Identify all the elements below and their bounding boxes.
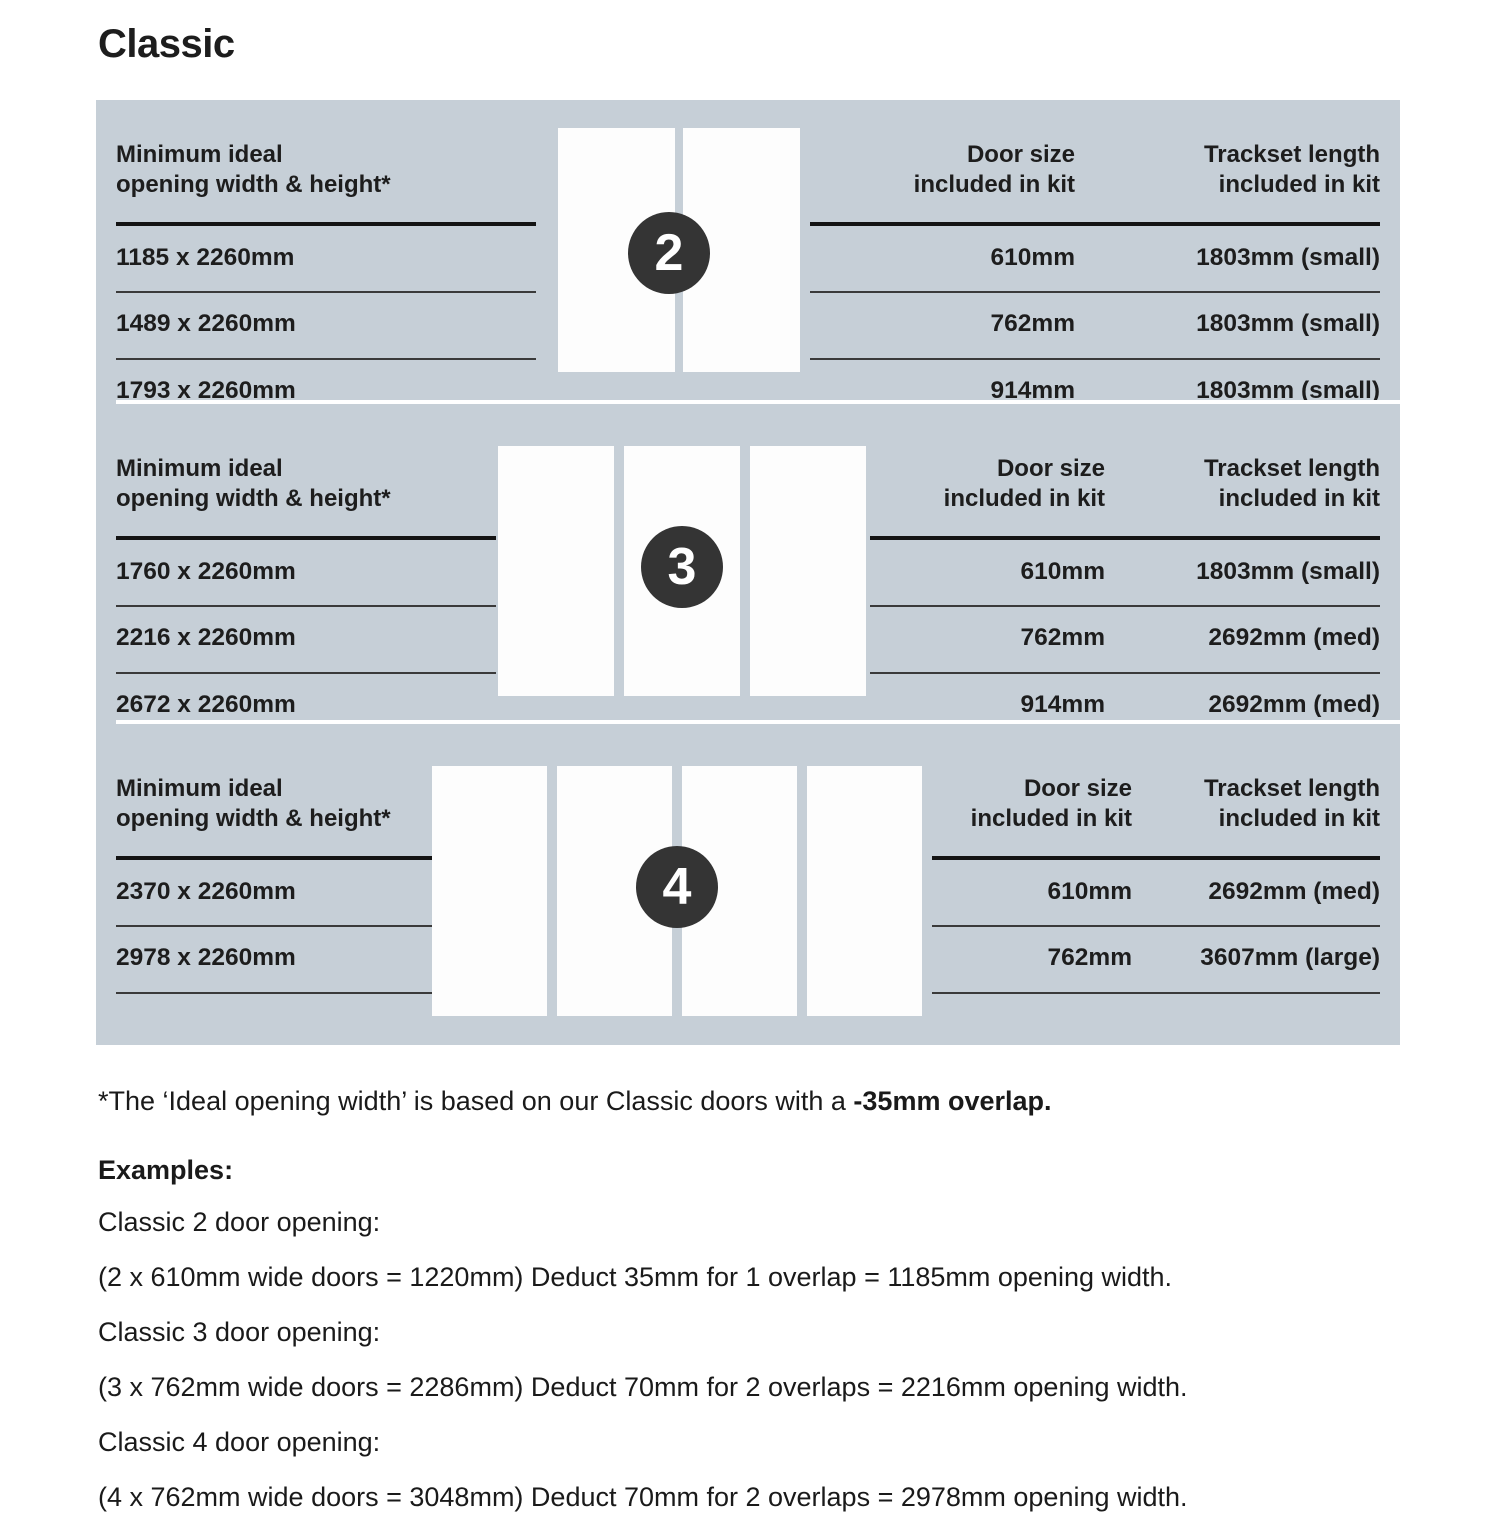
trackset-value: 2692mm (med)	[1208, 624, 1380, 651]
example-line: Classic 3 door opening:	[98, 1317, 381, 1347]
example-line: (2 x 610mm wide doors = 1220mm) Deduct 3…	[98, 1262, 1173, 1292]
opening-value: 2672 x 2260mm	[116, 690, 296, 718]
section-divider	[116, 720, 1400, 724]
header-rule	[870, 535, 1380, 540]
row-rule	[810, 357, 1380, 360]
header-rule	[932, 855, 1380, 860]
door-size-header: Door size included in kit	[913, 141, 1075, 198]
section-divider	[116, 400, 1400, 404]
door-size-value: 762mm	[990, 310, 1075, 337]
trackset-header: Trackset length included in kit	[1203, 455, 1380, 512]
row-rule	[870, 671, 1380, 674]
door-size-header: Door size included in kit	[943, 455, 1105, 512]
door-size-value: 610mm	[1047, 877, 1132, 905]
spec-table-panel: Minimum ideal opening width & height* 11…	[96, 100, 1400, 1045]
kit-columns-1: Door size included in kit Trackset lengt…	[810, 140, 1380, 403]
row-rule	[932, 991, 1380, 994]
row-rule	[932, 925, 1380, 927]
row-rule	[116, 925, 438, 927]
section-2-door: Minimum ideal opening width & height* 11…	[96, 100, 1400, 403]
footnote-lead: *The ‘Ideal opening width’ is based on o…	[98, 1086, 854, 1116]
opening-value: 2978 x 2260mm	[116, 944, 296, 971]
row-rule	[870, 605, 1380, 607]
footnote-bold: -35mm overlap.	[853, 1086, 1052, 1116]
row-rule	[116, 671, 496, 674]
header-rule	[116, 855, 438, 860]
door-count-badge: 3	[641, 526, 723, 608]
door-count-badge: 4	[636, 846, 718, 928]
row-rule	[116, 605, 496, 607]
row-rule	[116, 291, 536, 293]
trackset-value: 2692mm (med)	[1208, 690, 1380, 718]
row-rule	[116, 991, 438, 994]
trackset-value: 3607mm (large)	[1200, 944, 1380, 971]
trackset-value: 1803mm (small)	[1196, 310, 1380, 337]
kit-columns-3: Door size included in kit Trackset lengt…	[932, 774, 1380, 994]
example-line: Classic 2 door opening:	[98, 1207, 381, 1237]
header-rule	[116, 535, 496, 540]
opening-header: Minimum ideal opening width & height*	[116, 141, 391, 198]
examples-heading: Examples:	[98, 1155, 234, 1185]
trackset-value: 2692mm (med)	[1208, 877, 1380, 905]
trackset-header: Trackset length included in kit	[1203, 775, 1380, 832]
trackset-value: 1803mm (small)	[1196, 557, 1380, 585]
door-panel	[498, 446, 614, 696]
opening-value: 2216 x 2260mm	[116, 624, 296, 651]
door-size-value: 762mm	[1020, 624, 1105, 651]
section-4-door: Minimum ideal opening width & height* 23…	[96, 724, 1400, 1045]
opening-column-1: Minimum ideal opening width & height* 11…	[116, 140, 536, 403]
kit-columns-2: Door size included in kit Trackset lengt…	[870, 454, 1380, 717]
example-line: (3 x 762mm wide doors = 2286mm) Deduct 7…	[98, 1372, 1188, 1402]
trackset-header: Trackset length included in kit	[1203, 141, 1380, 198]
door-panel	[432, 766, 547, 1016]
door-size-value: 914mm	[990, 376, 1075, 404]
section-3-door: Minimum ideal opening width & height* 17…	[96, 404, 1400, 720]
door-illustration-3	[498, 446, 866, 696]
overlap-footnote: *The ‘Ideal opening width’ is based on o…	[98, 1085, 1052, 1117]
opening-column-2: Minimum ideal opening width & height* 17…	[116, 454, 496, 717]
row-rule	[116, 357, 536, 360]
opening-value: 1793 x 2260mm	[116, 376, 296, 404]
door-size-value: 610mm	[990, 243, 1075, 271]
opening-value: 1489 x 2260mm	[116, 310, 296, 337]
header-rule	[116, 221, 536, 226]
door-size-value: 762mm	[1047, 944, 1132, 971]
opening-value: 2370 x 2260mm	[116, 877, 296, 905]
trackset-value: 1803mm (small)	[1196, 376, 1380, 404]
opening-value: 1760 x 2260mm	[116, 557, 296, 585]
header-rule	[810, 221, 1380, 226]
opening-value: 1185 x 2260mm	[116, 243, 295, 271]
door-size-header: Door size included in kit	[970, 775, 1132, 832]
opening-column-3: Minimum ideal opening width & height* 23…	[116, 774, 438, 994]
opening-header: Minimum ideal opening width & height*	[116, 775, 391, 832]
door-panel	[750, 446, 866, 696]
door-panel	[807, 766, 922, 1016]
opening-header: Minimum ideal opening width & height*	[116, 455, 391, 512]
row-rule	[810, 291, 1380, 293]
example-line: (4 x 762mm wide doors = 3048mm) Deduct 7…	[98, 1482, 1188, 1512]
door-count-badge: 2	[628, 212, 710, 294]
door-size-value: 610mm	[1020, 557, 1105, 585]
example-line: Classic 4 door opening:	[98, 1427, 381, 1457]
trackset-value: 1803mm (small)	[1196, 243, 1380, 271]
door-size-value: 914mm	[1020, 690, 1105, 718]
page-title: Classic	[98, 22, 235, 66]
